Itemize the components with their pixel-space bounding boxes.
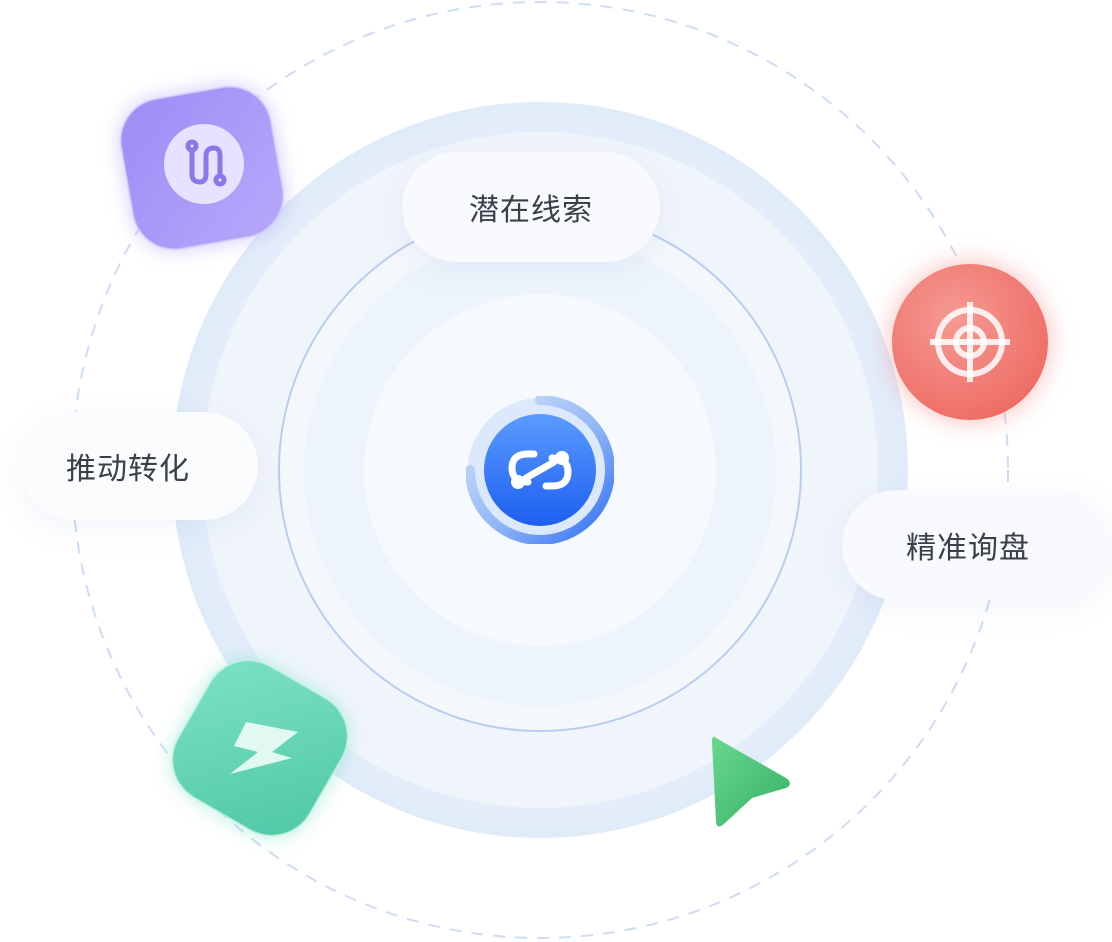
cursor-arrow-icon	[700, 726, 800, 836]
node-label-drive-conversion: 推动转化	[20, 412, 258, 520]
node-label-precise-inquiry: 精准询盘	[842, 490, 1112, 600]
lightning-tile	[160, 650, 360, 846]
route-icon	[188, 142, 224, 184]
target-tile	[878, 256, 1062, 436]
node-label-potential-leads: 潜在线索	[402, 152, 660, 262]
route-tile	[112, 78, 292, 258]
center-link-logo	[466, 396, 614, 544]
